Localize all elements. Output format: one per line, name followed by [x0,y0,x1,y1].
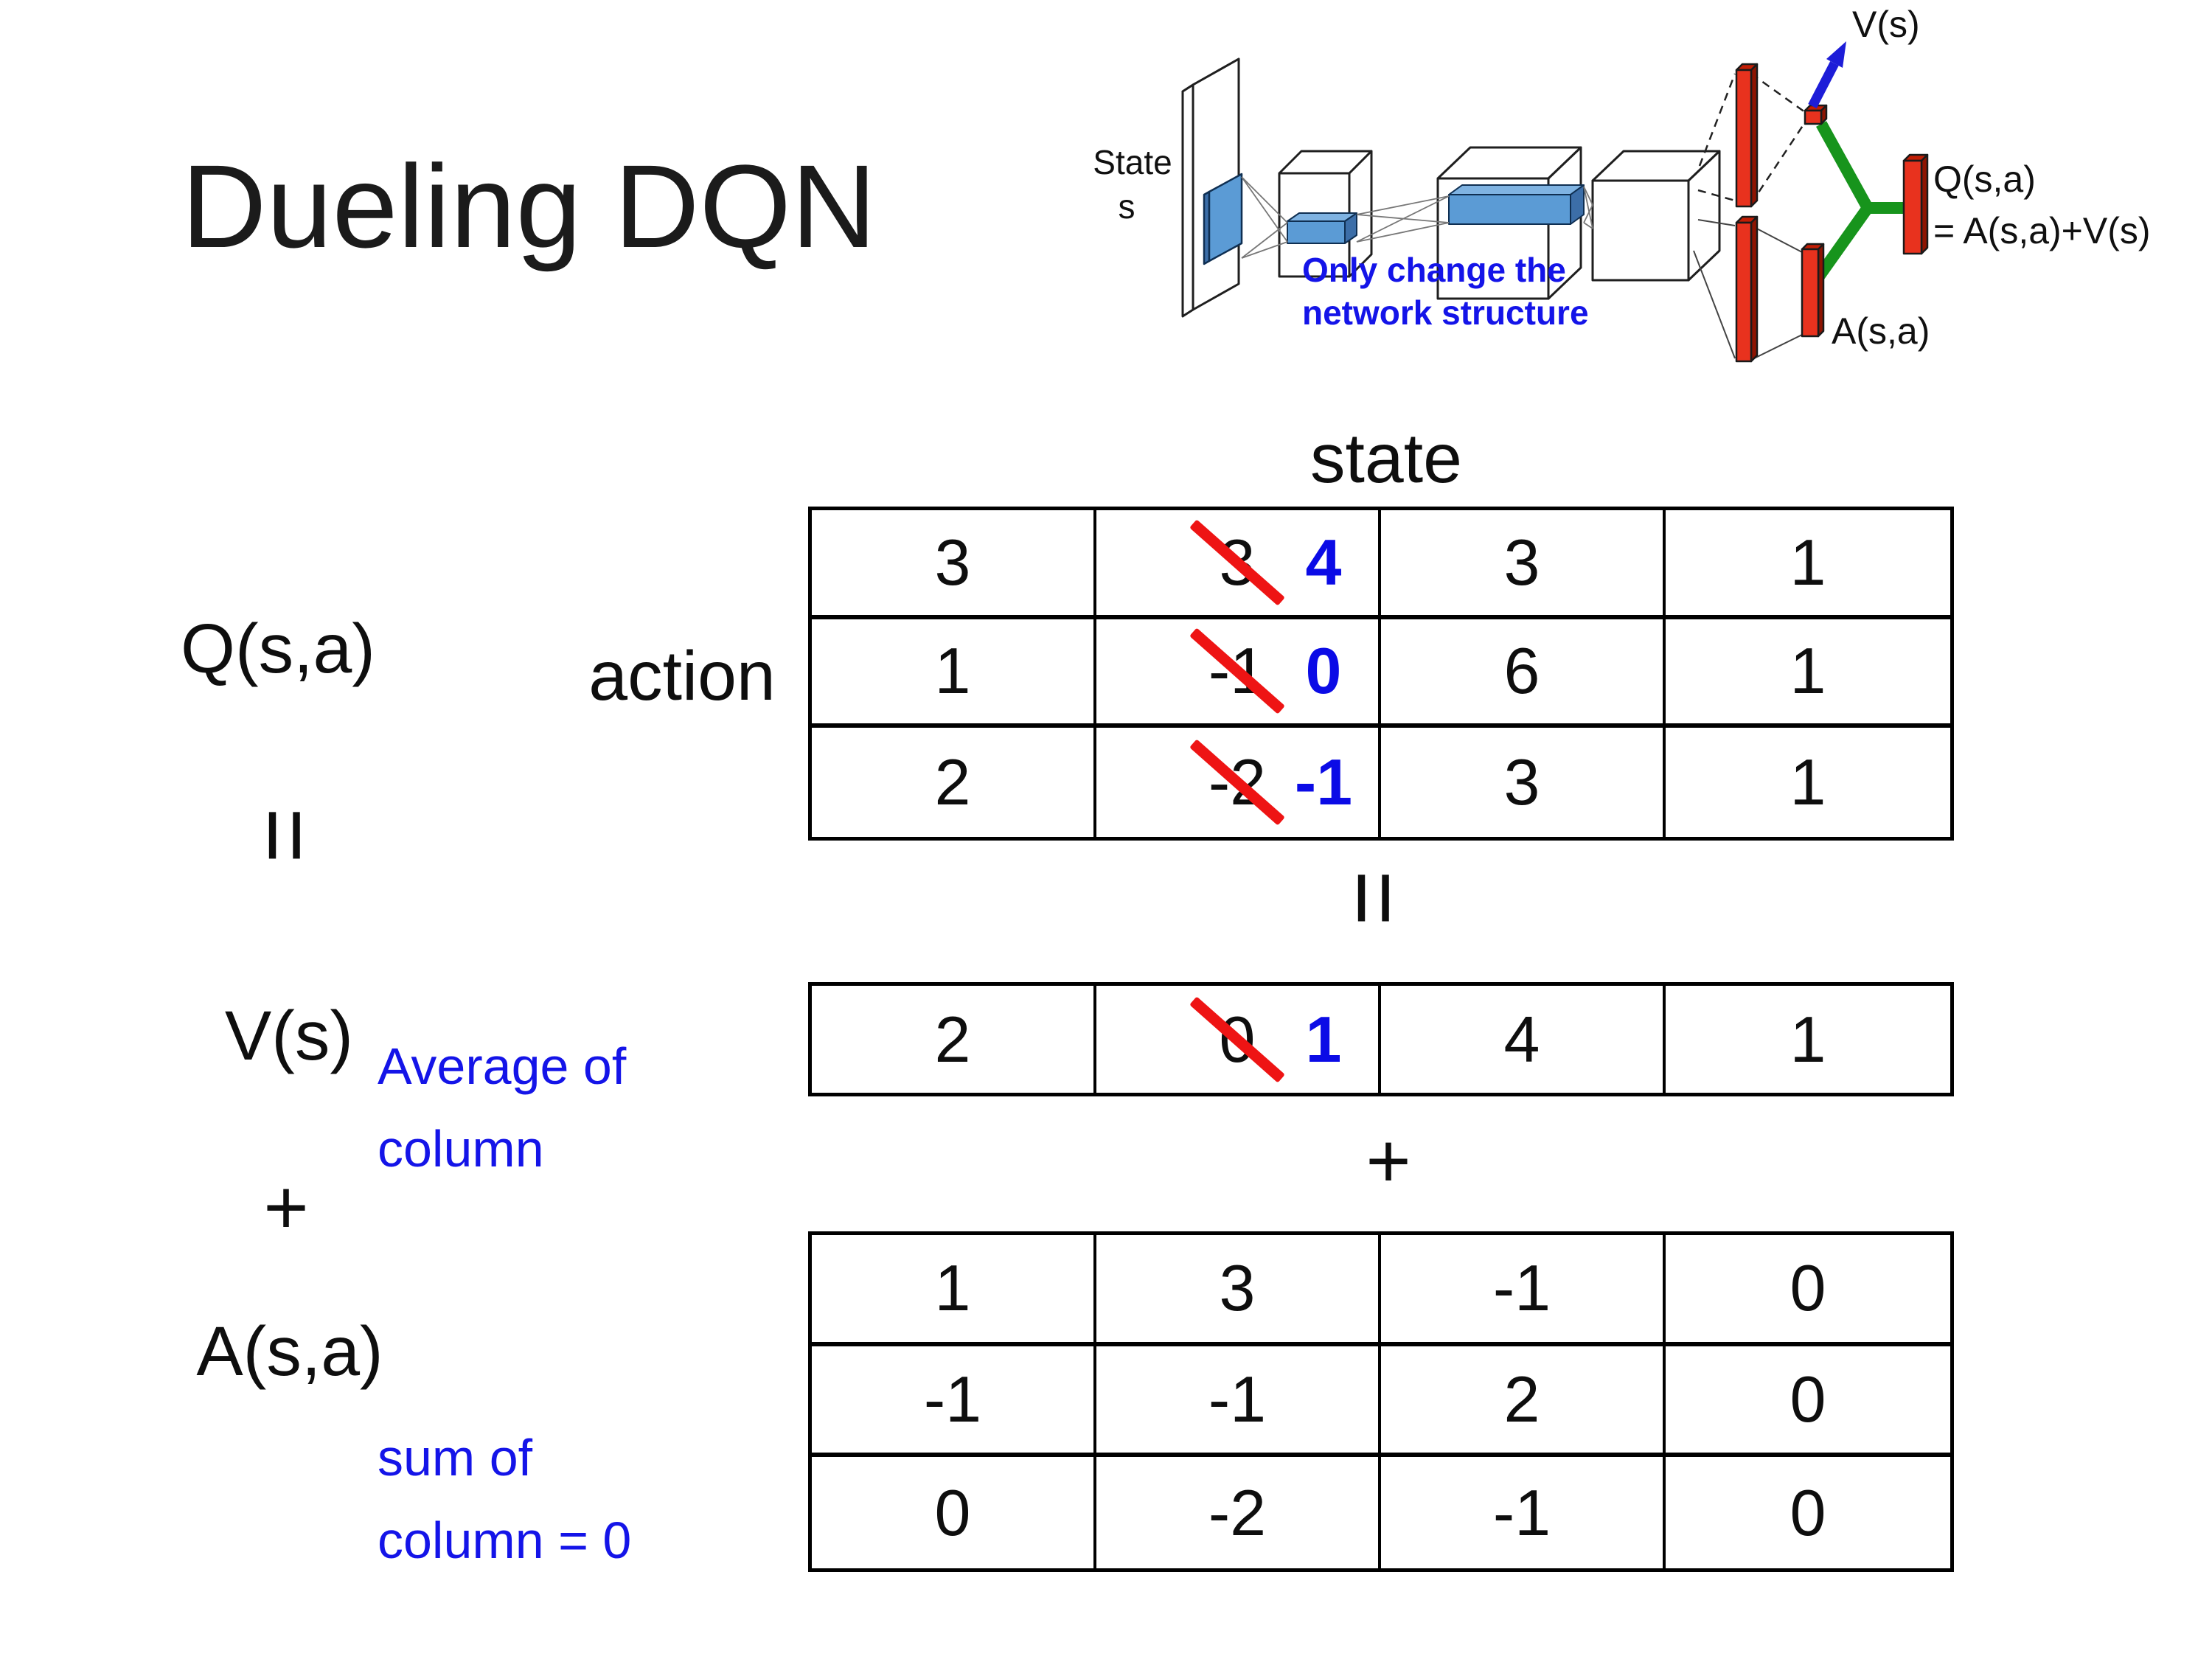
a-value-table: 1 3 -1 0 -1 -1 2 0 0 -2 -1 0 [808,1231,1954,1572]
table-cell: 3 [1381,728,1666,837]
sum-note-line1: sum of [378,1429,533,1486]
table-cell: 1 [1790,1002,1826,1076]
table-cell: 1 [812,619,1096,728]
q-value-table: 3 34 3 1 1 -10 6 1 2 -2-1 3 1 [808,507,1954,841]
diagram-a-label: A(s,a) [1832,310,1930,352]
table-cell-corrected: -2-1 [1096,728,1381,837]
table-cell-corrected: 01 [1096,986,1381,1093]
diagram-state-s-label: s [1119,187,1135,226]
fc-bar-top-red [1735,63,1759,208]
diagram-state-label: State [1093,143,1172,181]
table-cell: 1 [1666,510,1950,619]
fc-bar-bottom-red [1735,215,1759,363]
table-cell: 4 [1381,986,1666,1093]
plus-sign-left: + [263,1164,309,1251]
v-function-label: V(s) [224,997,354,1075]
q-function-label: Q(s,a) [181,610,375,688]
table-cell: 3 [1096,1235,1381,1346]
network-diagram: V(s) Q(s,a) = A(s,a)+V(s) A(s,a) State s… [1093,7,2151,363]
conv-patch-blue [1203,173,1243,265]
conv-cube-3 [1591,150,1721,282]
table-cell: -2 [1096,1457,1381,1568]
equals-sign-left: = [232,807,340,863]
table-cell: -1 [1096,1346,1381,1458]
plus-sign-center: + [1366,1118,1411,1204]
receptive-field-lines [1241,176,1593,259]
table-cell: 1 [1790,745,1826,819]
average-of-column-note: Average of column [378,1025,626,1190]
equals-sign-center: = [1321,870,1429,926]
table-cell-corrected: -10 [1096,619,1381,728]
table-cell: 3 [1381,510,1666,619]
table-cell: 0 [1666,1346,1950,1458]
table-cell: 2 [812,986,1096,1093]
diagram-note-line1: Only change the [1302,251,1566,289]
sum-note-line2: column = 0 [378,1512,632,1569]
diagram-v-label: V(s) [1852,7,1920,45]
table-cell-corrected: 34 [1096,510,1381,619]
state-axis-label: state [1310,420,1462,498]
table-cell: 0 [1666,1235,1950,1346]
table-cell: 0 [812,1457,1096,1568]
action-axis-label: action [588,637,776,715]
green-merge-links [1810,121,1904,285]
a-node-red [1801,243,1825,338]
v-output-arrow-blue [1808,41,1846,108]
average-note-line1: Average of [378,1037,627,1095]
split-connectors-solid [1693,219,1803,361]
v-value-table: 2 01 4 1 [808,982,1954,1096]
table-cell: 6 [1381,619,1666,728]
diagram-note-line2: network structure [1302,293,1589,332]
average-note-line2: column [378,1120,544,1178]
table-cell: 3 [812,510,1096,619]
v-node-red [1804,104,1828,125]
table-cell: 2 [812,728,1096,837]
table-cell: -1 [812,1346,1096,1458]
table-cell: -1 [1381,1457,1666,1568]
a-function-label: A(s,a) [196,1312,383,1391]
conv-bar-1-blue [1287,212,1357,244]
table-cell: 1 [1666,619,1950,728]
slide-title: Dueling DQN [181,140,877,272]
diagram-q-formula: = A(s,a)+V(s) [1933,210,2151,251]
table-cell: 1 [812,1235,1096,1346]
split-connectors-dashed [1697,72,1806,204]
table-cell: 0 [1790,1475,1826,1549]
table-cell: 2 [1381,1346,1666,1458]
q-output-bar-red [1902,153,1929,255]
sum-of-column-note: sum of column = 0 [378,1416,631,1582]
diagram-q-label: Q(s,a) [1933,159,2036,200]
conv-slab-2-blue [1448,184,1585,225]
table-cell: -1 [1381,1235,1666,1346]
